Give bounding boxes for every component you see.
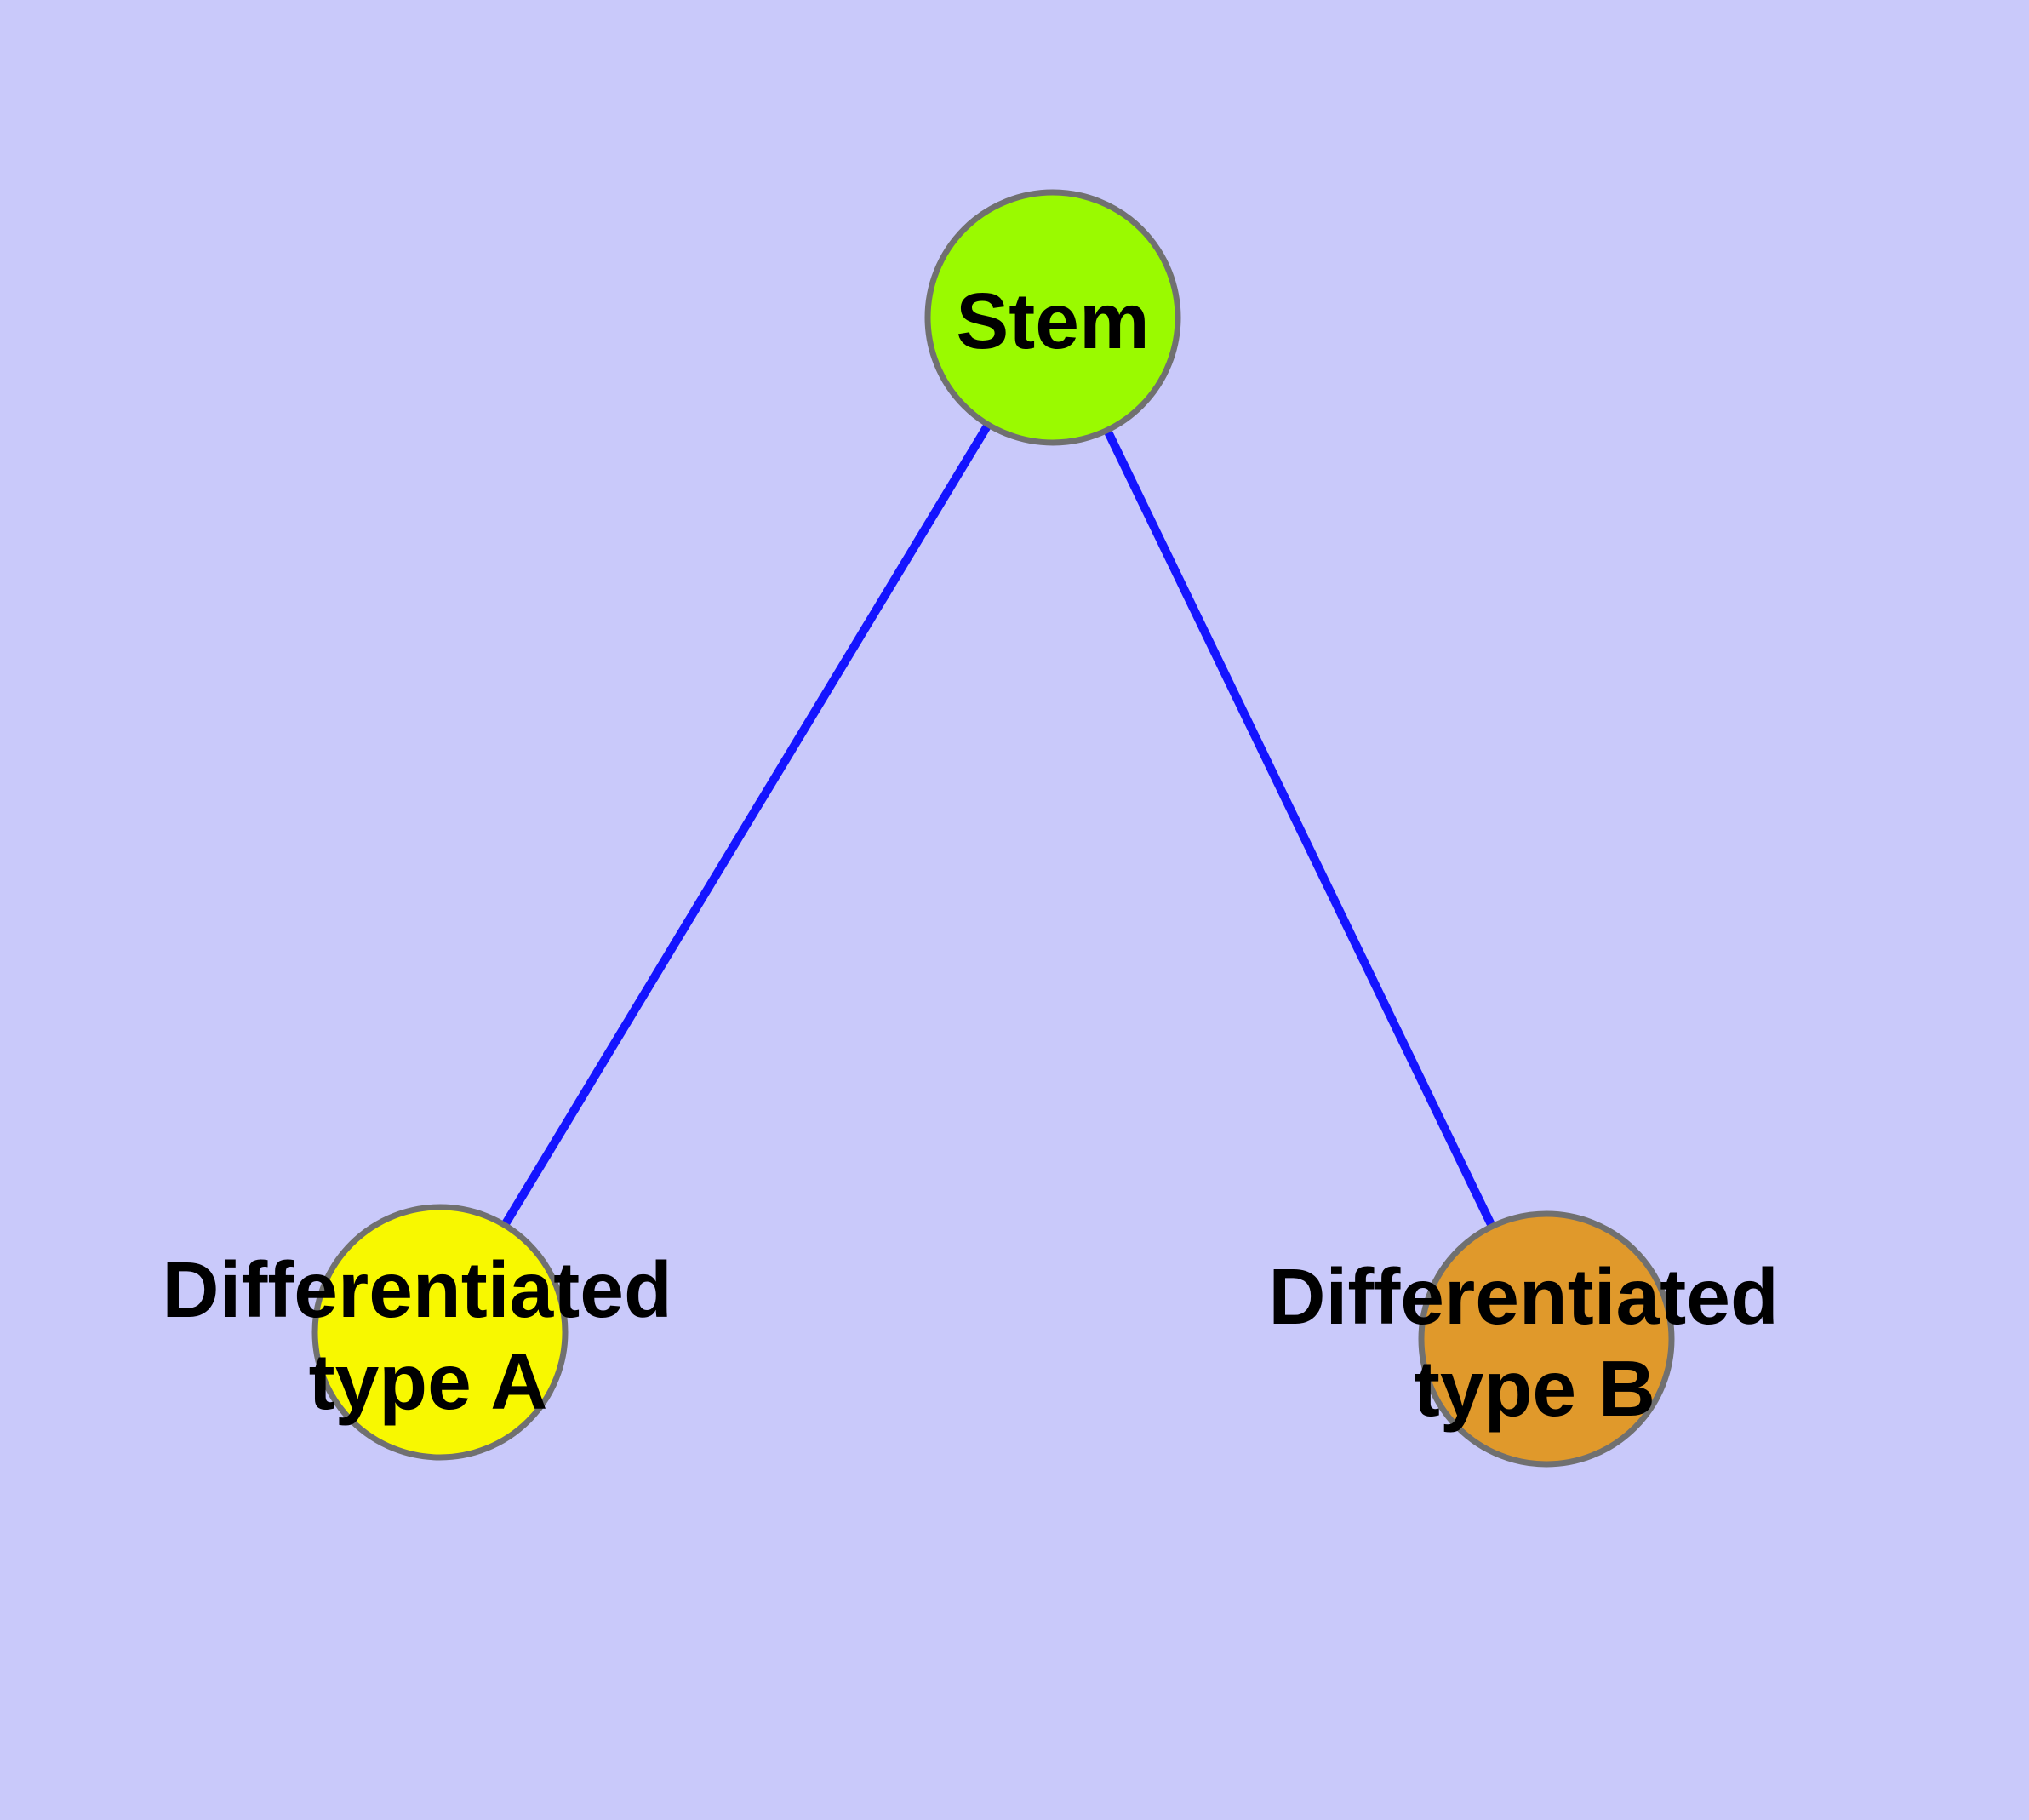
edge-stem-to-typeA [436, 315, 1057, 1335]
node-typeA-label-line1: Differentiated [162, 1245, 672, 1334]
node-typeB-label-line2: type B [1414, 1344, 1655, 1433]
node-stem-circle [924, 189, 1181, 446]
node-typeA-label: Differentiated type A [162, 1245, 694, 1426]
node-typeB-label-line1: Differentiated [1268, 1252, 1778, 1341]
edge-stem-to-typeB [1049, 315, 1551, 1342]
node-typeA-circle [311, 1204, 569, 1461]
node-typeB-label: Differentiated type B [1268, 1252, 1800, 1433]
node-stem-label: Stem [956, 277, 1149, 365]
node-typeA-label-line2: type A [309, 1337, 548, 1426]
node-typeB-circle [1418, 1210, 1675, 1468]
